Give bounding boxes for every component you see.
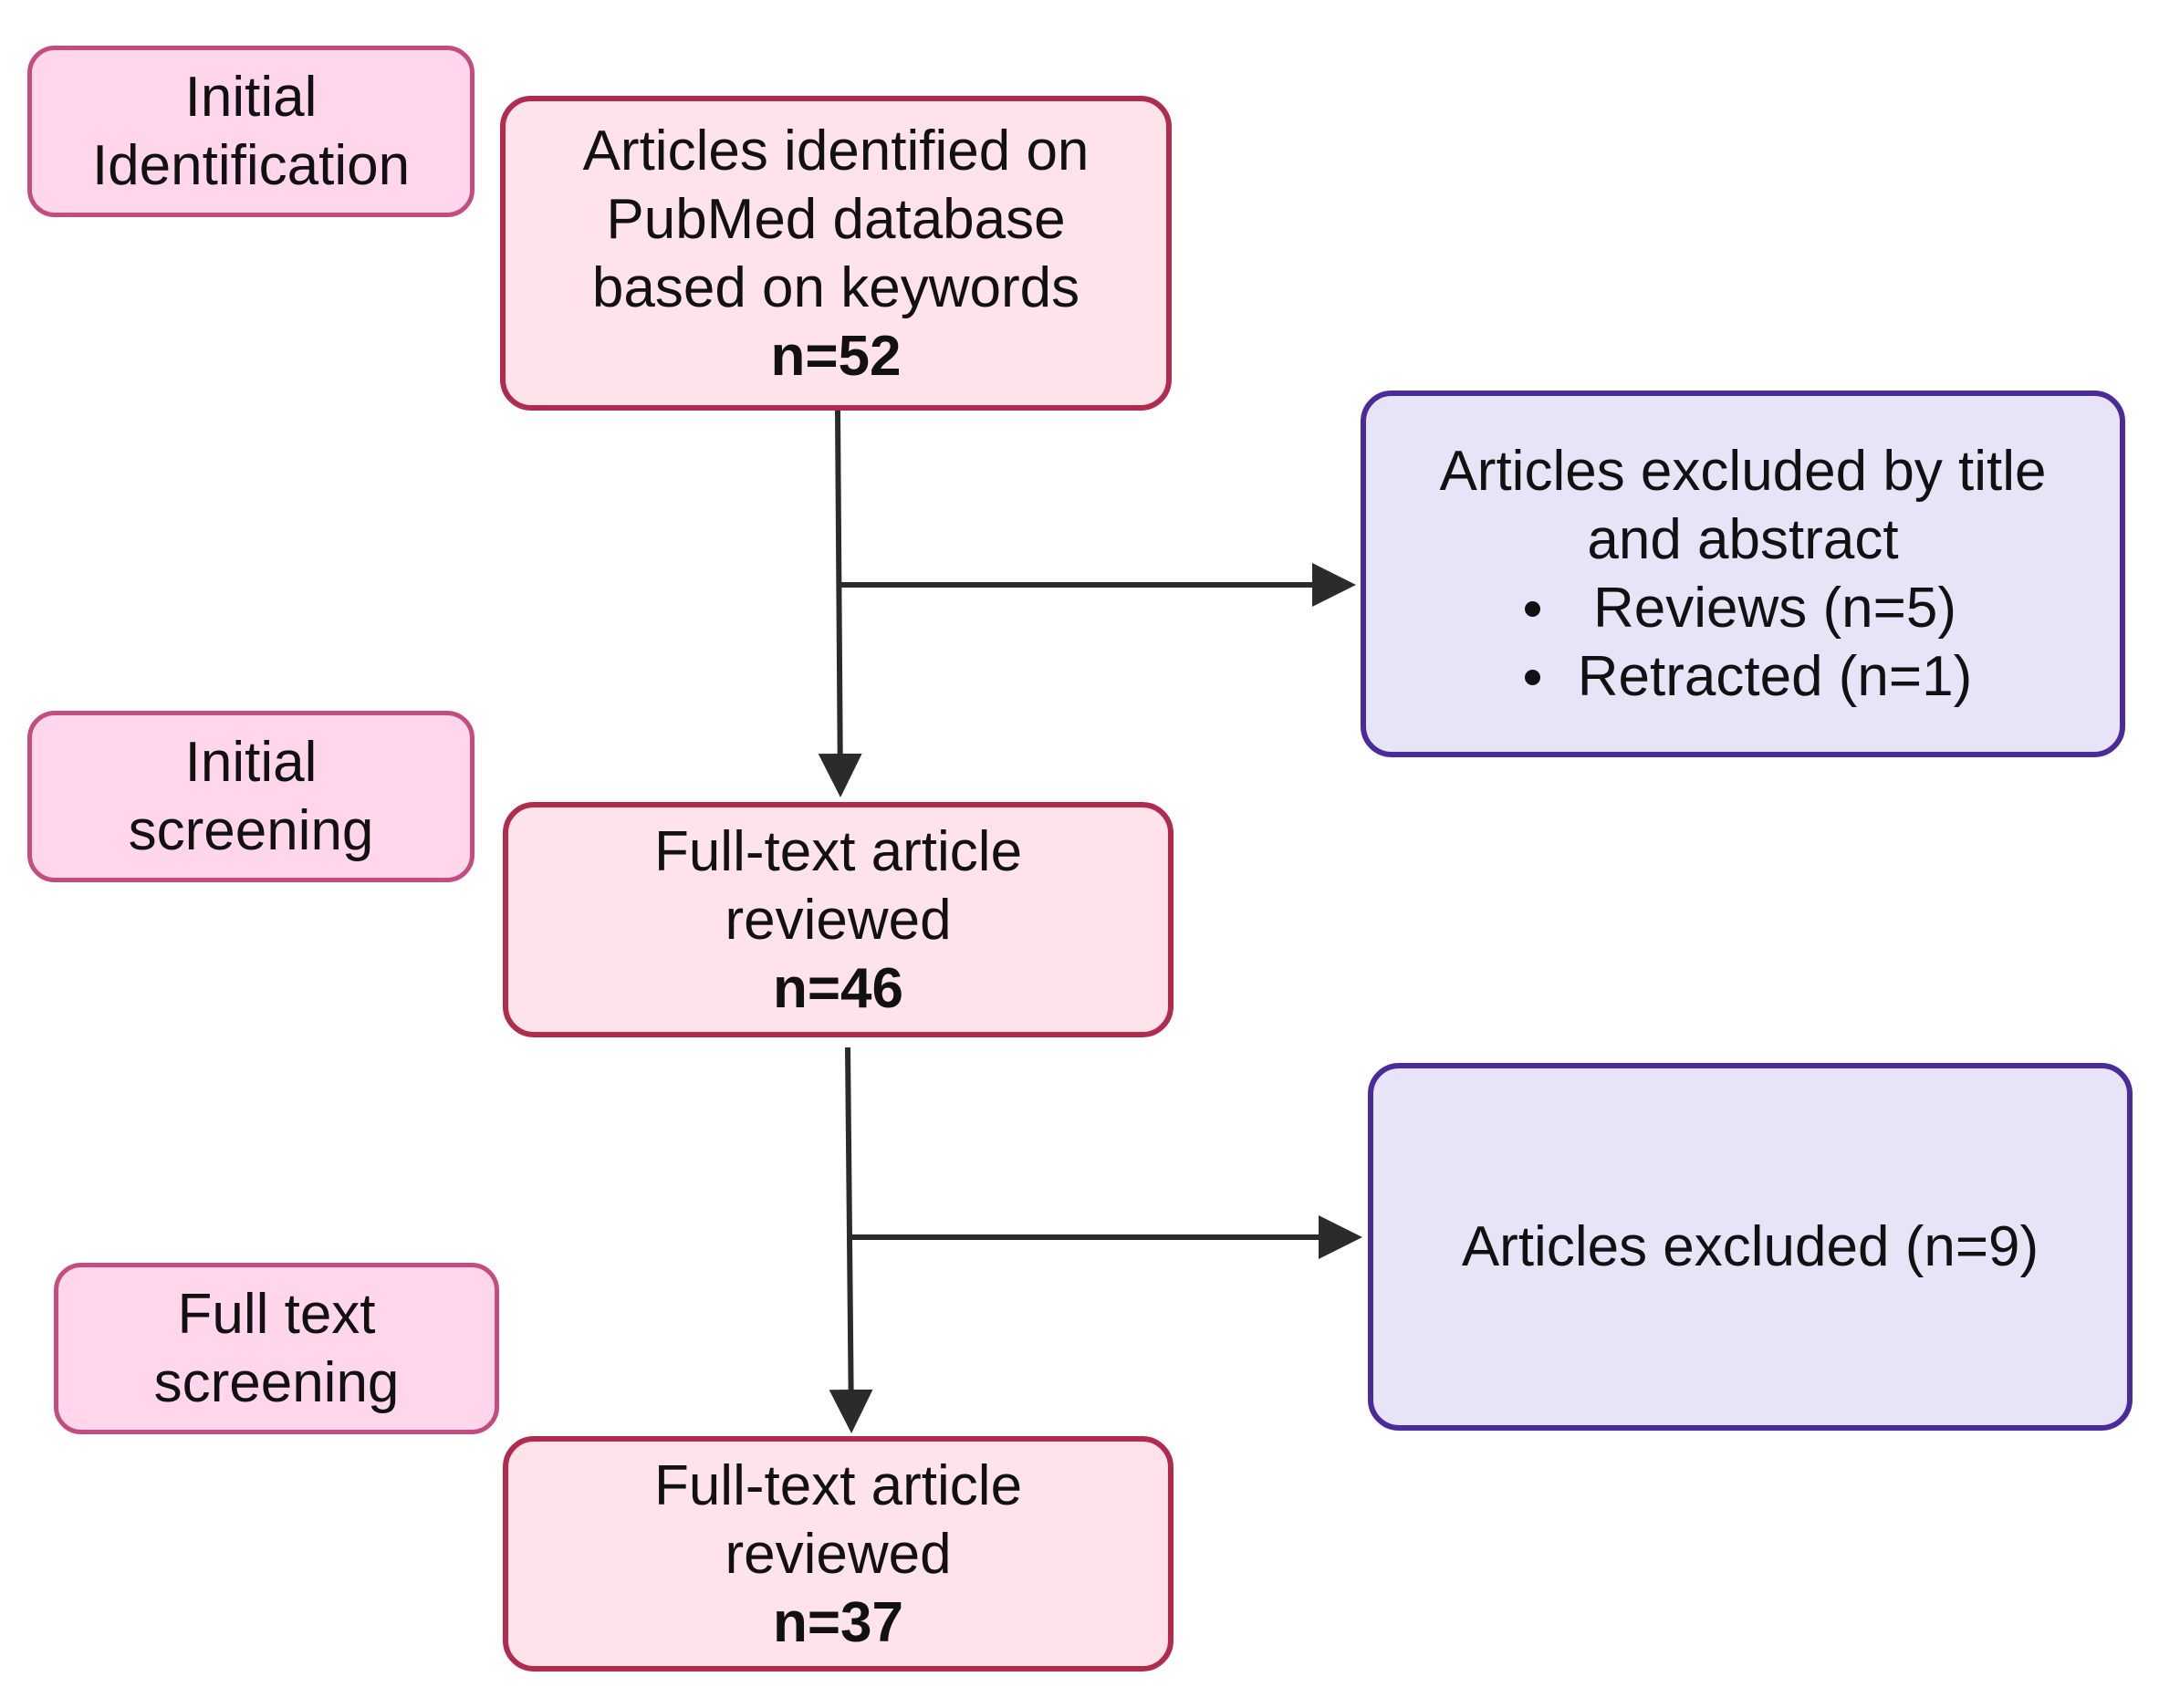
stage-initial-identification: Initial Identification xyxy=(27,46,475,217)
arrow-reviewed-to-final xyxy=(829,1047,873,1433)
count-reviewed-first: n=46 xyxy=(772,956,904,1020)
box-text-line: Full-text article xyxy=(653,1453,1023,1517)
box-articles-excluded-full-text: Articles excluded (n=9) xyxy=(1368,1063,2133,1431)
box-excluded-title-abstract: Articles excluded by title and abstract … xyxy=(1361,391,2125,757)
stage-label-line: Initial xyxy=(184,66,318,129)
stage-label-line: Identification xyxy=(91,134,411,197)
box-text-line: reviewed xyxy=(725,888,952,952)
box-text-line: PubMed database xyxy=(606,187,1066,251)
count-reviewed-final: n=37 xyxy=(772,1590,904,1654)
stage-label-line: Full text xyxy=(177,1283,376,1346)
exclusion-heading-line: Articles excluded by title xyxy=(1439,440,2047,503)
box-text-line: Articles identified on xyxy=(582,119,1090,182)
exclusion-heading-line: and abstract xyxy=(1587,508,1899,571)
box-full-text-reviewed-first: Full-text article reviewed n=46 xyxy=(503,802,1173,1037)
exclusion-reason-retracted: Retracted (n=1) xyxy=(1514,642,1972,711)
stage-label-line: screening xyxy=(128,799,374,862)
box-full-text-reviewed-final: Full-text article reviewed n=37 xyxy=(503,1436,1173,1672)
arrow-identified-to-reviewed xyxy=(818,410,862,797)
stage-full-text-screening: Full text screening xyxy=(54,1263,499,1434)
exclusion-reasons-list: Reviews (n=5) Retracted (n=1) xyxy=(1514,574,1973,711)
exclusion-reason-reviews: Reviews (n=5) xyxy=(1514,574,1973,642)
exclusion-text: Articles excluded (n=9) xyxy=(1461,1215,2039,1278)
stage-label-line: screening xyxy=(153,1351,400,1414)
stage-label-line: Initial xyxy=(184,731,318,794)
count-identified: n=52 xyxy=(770,324,902,388)
box-text-line: based on keywords xyxy=(591,255,1080,319)
box-text-line: reviewed xyxy=(725,1522,952,1586)
box-text-line: Full-text article xyxy=(653,819,1023,883)
box-articles-identified: Articles identified on PubMed database b… xyxy=(500,96,1172,411)
stage-initial-screening: Initial screening xyxy=(27,711,475,882)
